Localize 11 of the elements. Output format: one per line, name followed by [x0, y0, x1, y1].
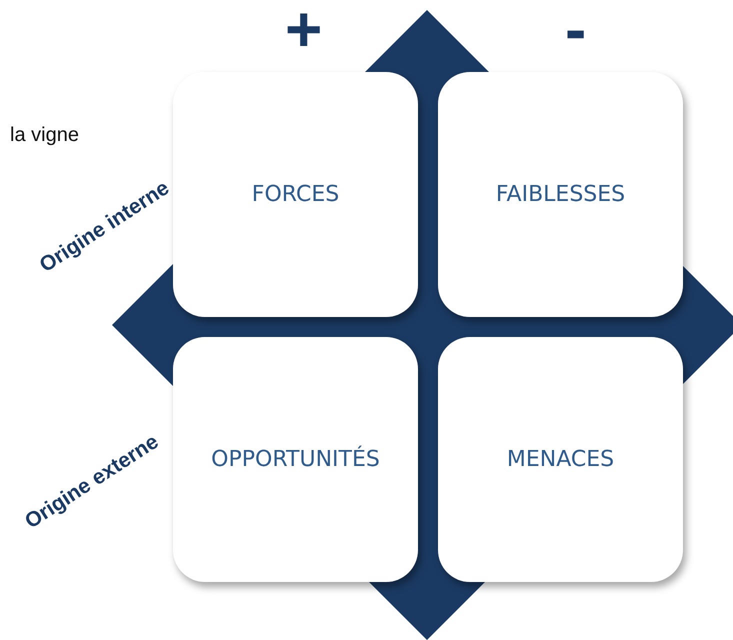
quadrant-card [438, 72, 683, 317]
quadrant-title: MENACES [506, 447, 614, 472]
quadrant-title: FORCES [252, 182, 340, 207]
quadrant-title: FAIBLESSES [496, 182, 626, 207]
quadrant-card [173, 72, 418, 317]
plus-sign: + [285, 0, 322, 66]
minus-sign: - [565, 0, 586, 66]
quadrant-card [438, 337, 683, 582]
note-text: la vigne [10, 124, 79, 147]
quadrant-card [173, 337, 418, 582]
quadrant-title: OPPORTUNITÉS [211, 447, 380, 472]
